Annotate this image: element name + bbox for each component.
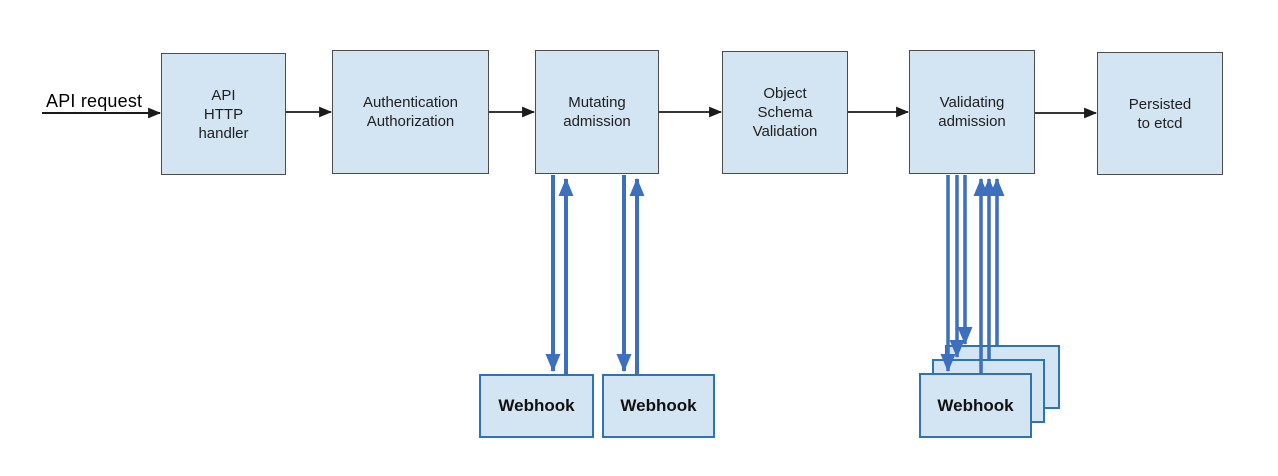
node-persisted-to-etcd: Persisted to etcd <box>1097 52 1223 175</box>
node-object-schema-validation: Object Schema Validation <box>722 51 848 174</box>
mutating-webhook-1: Webhook <box>479 374 594 438</box>
validating-webhook-1: Webhook <box>919 373 1032 438</box>
node-api-http-handler: API HTTP handler <box>161 53 286 175</box>
mutating-webhook-2: Webhook <box>602 374 715 438</box>
node-authentication-authorization: Authentication Authorization <box>332 50 489 174</box>
node-mutating-admission: Mutating admission <box>535 50 659 174</box>
node-validating-admission: Validating admission <box>909 50 1035 174</box>
entry-label: API request <box>46 91 143 111</box>
